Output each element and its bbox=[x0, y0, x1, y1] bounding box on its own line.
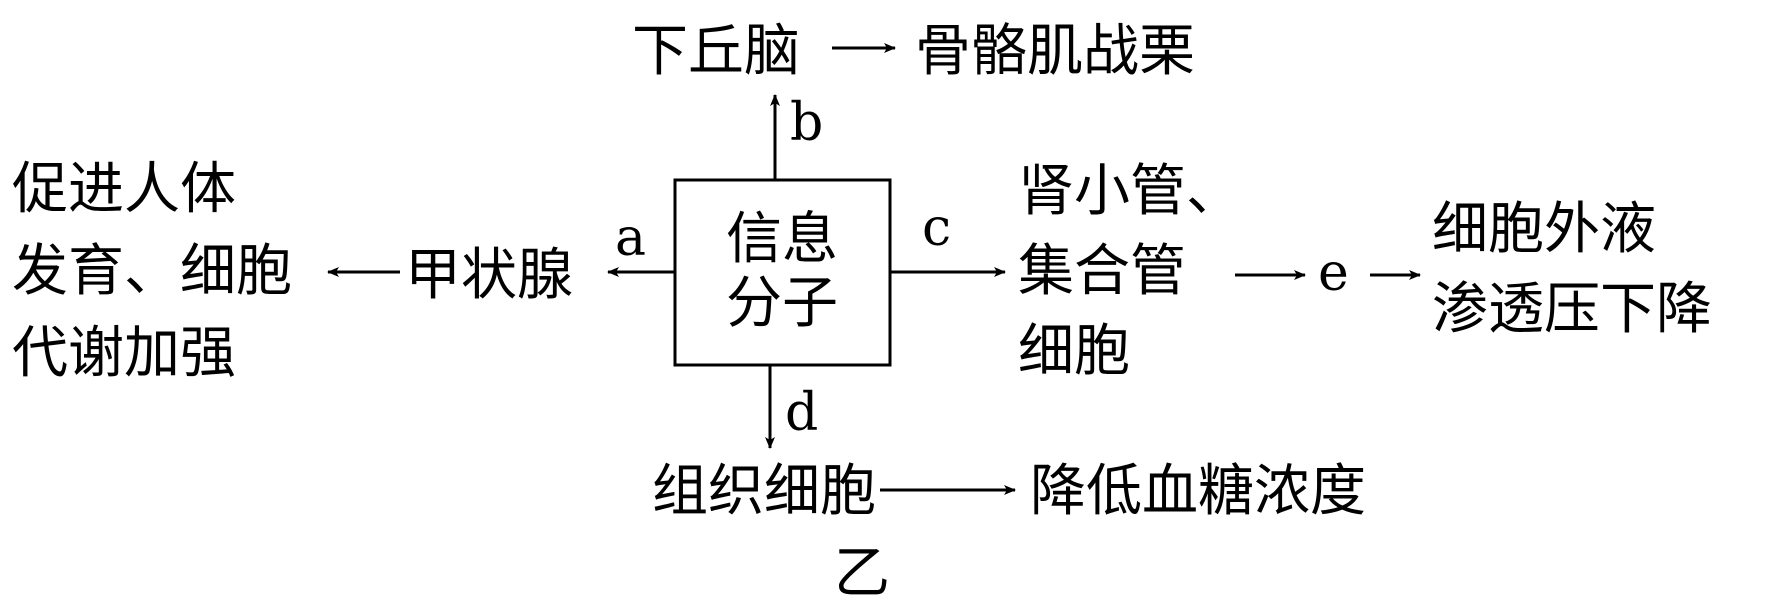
kidney-cells-line-2: 集合管 bbox=[1018, 239, 1186, 304]
label-c: c bbox=[922, 198, 951, 258]
thyroid-effect-line-3: 代谢加强 bbox=[12, 321, 236, 386]
thyroid-effect-line-1: 促进人体 bbox=[12, 157, 236, 222]
osmotic-effect-line-2: 渗透压下降 bbox=[1432, 277, 1712, 342]
label-e: e bbox=[1318, 243, 1349, 303]
label-d: d bbox=[785, 383, 818, 443]
figure-caption: 乙 bbox=[834, 541, 890, 606]
box-line-1: 信息 bbox=[726, 207, 838, 272]
shivering-label: 骨骼肌战栗 bbox=[915, 19, 1195, 84]
kidney-cells-line-1: 肾小管、 bbox=[1018, 159, 1242, 224]
tissue-cells-label: 组织细胞 bbox=[652, 459, 876, 524]
thyroid-effect-line-2: 发育、细胞 bbox=[12, 239, 292, 304]
thyroid-label: 甲状腺 bbox=[405, 243, 573, 308]
box-line-2: 分子 bbox=[726, 271, 838, 336]
lower-glucose-label: 降低血糖浓度 bbox=[1030, 459, 1366, 524]
kidney-cells-line-3: 细胞 bbox=[1018, 319, 1130, 384]
label-b: b bbox=[790, 93, 823, 153]
label-a: a bbox=[615, 208, 646, 268]
hypothalamus-label: 下丘脑 bbox=[632, 19, 800, 84]
osmotic-effect-line-1: 细胞外液 bbox=[1432, 197, 1656, 262]
